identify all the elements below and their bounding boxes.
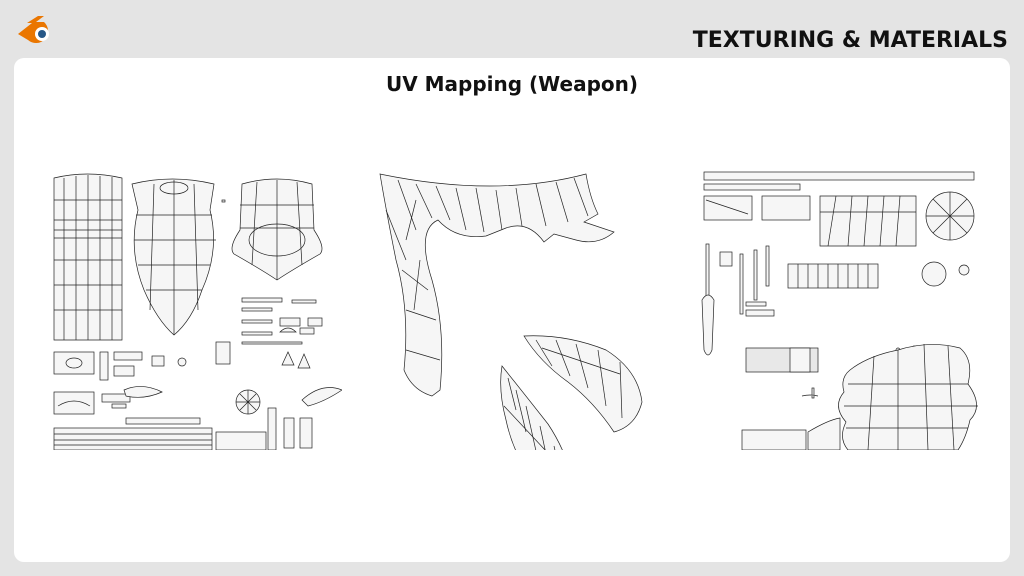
section-title: TEXTURING & MATERIALS — [692, 28, 1008, 53]
uv-islands-icon — [379, 173, 643, 450]
uv-layout-mechanism — [698, 170, 988, 450]
uv-layout-blade — [376, 170, 646, 450]
uv-layout-body-parts — [52, 170, 342, 450]
uv-islands-icon — [53, 173, 342, 450]
content-panel: UV Mapping (Weapon) — [14, 58, 1010, 562]
slide-title: UV Mapping (Weapon) — [385, 72, 639, 96]
blender-logo-icon — [14, 14, 60, 48]
uv-islands-icon — [701, 171, 978, 450]
